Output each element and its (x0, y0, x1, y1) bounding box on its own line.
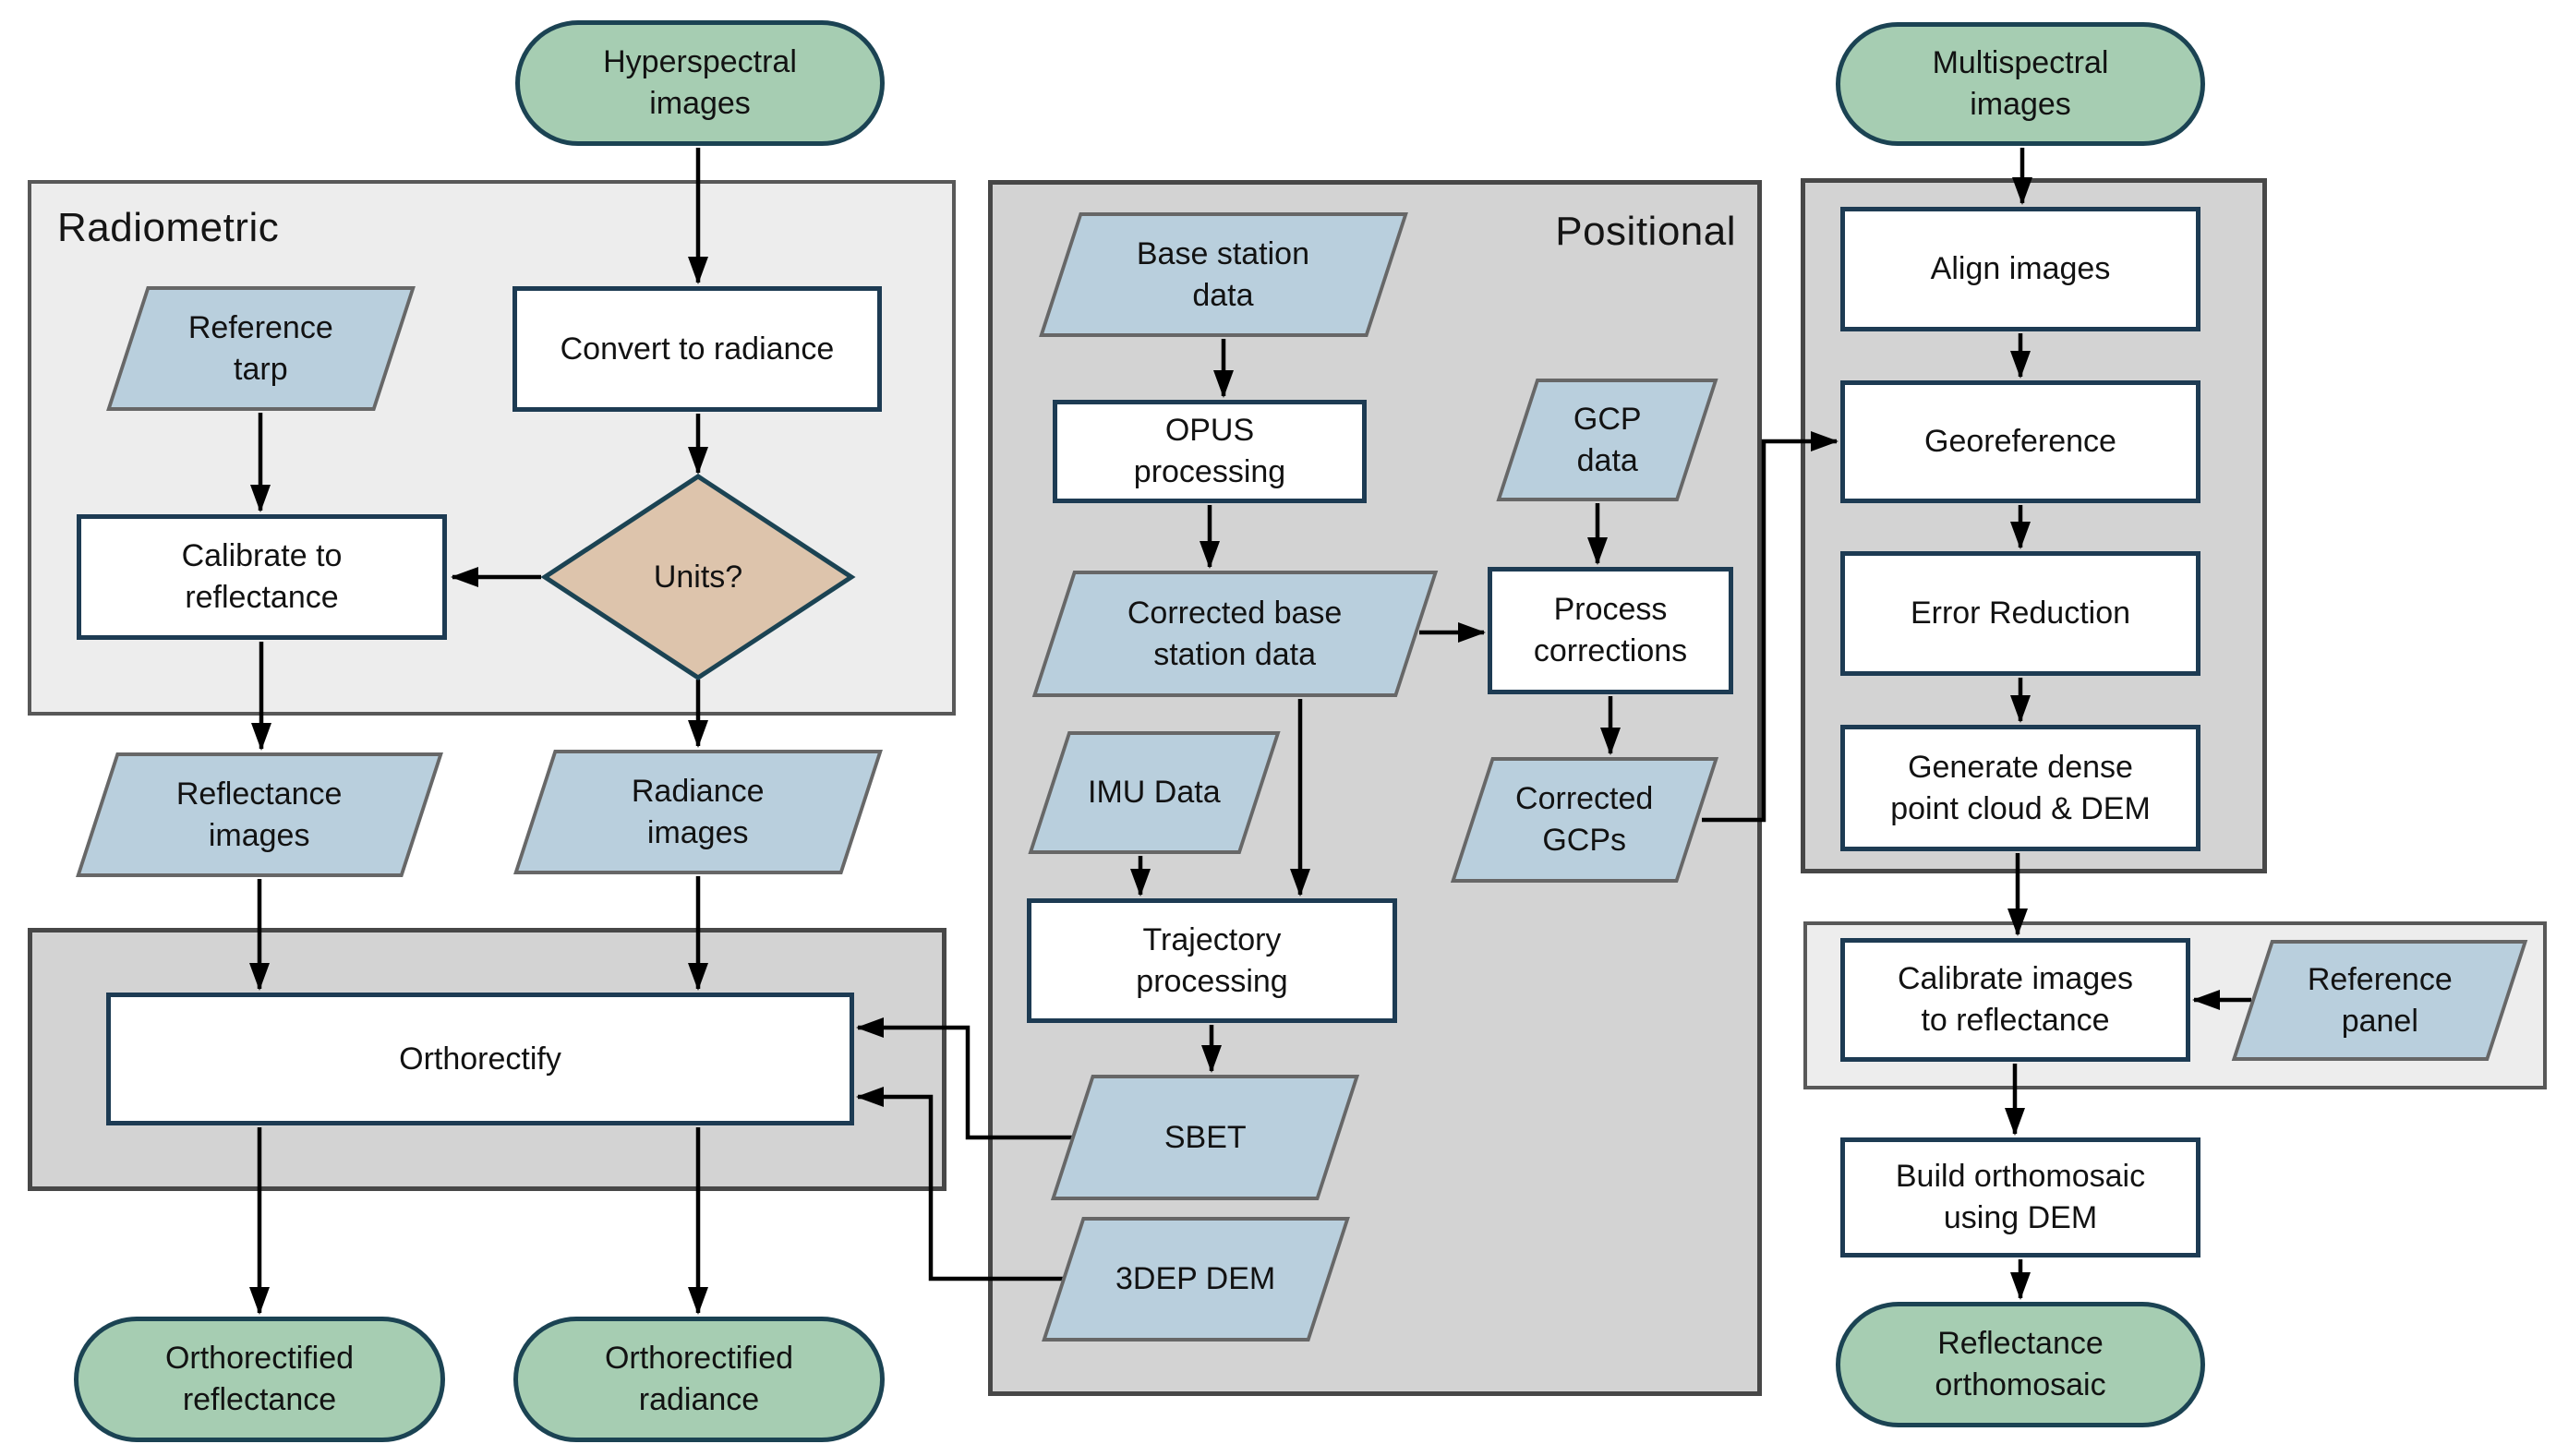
node-georeference: Georeference (1840, 380, 2200, 503)
node-label: IMU Data (1088, 775, 1221, 811)
node-align-images: Align images (1840, 207, 2200, 331)
node-label: Calibrate images to reflectance (1897, 961, 2134, 1038)
node-process-corrections: Process corrections (1488, 567, 1733, 694)
node-orthorectified-radiance: Orthorectified radiance (513, 1317, 885, 1442)
node-label: Calibrate to reflectance (181, 538, 343, 615)
node-trajectory-processing: Trajectory processing (1027, 898, 1397, 1023)
node-label: Reflectance images (176, 776, 343, 853)
node-label: Generate dense point cloud & DEM (1890, 749, 2151, 826)
node-label: 3DEP DEM (1115, 1261, 1276, 1297)
node-label: Units? (653, 559, 743, 595)
node-base-station-data: Base station data (1039, 212, 1408, 337)
node-reflectance-images: Reflectance images (76, 752, 443, 877)
node-label: OPUS processing (1133, 413, 1286, 489)
node-label: Reference tarp (188, 309, 333, 387)
node-label: Corrected GCPs (1515, 781, 1654, 858)
node-error-reduction: Error Reduction (1840, 551, 2200, 676)
group-label-positional: Positional (1555, 209, 1736, 254)
node-label: SBET (1163, 1119, 1247, 1155)
node-label: Build orthomosaic using DEM (1895, 1159, 2146, 1235)
node-label: Reference panel (2307, 961, 2453, 1039)
node-reference-tarp: Reference tarp (106, 286, 416, 411)
node-opus-processing: OPUS processing (1053, 400, 1367, 503)
node-label: Orthorectify (399, 1041, 561, 1077)
node-label: Trajectory processing (1136, 921, 1288, 999)
node-label: Orthorectified radiance (604, 1341, 794, 1417)
node-calibrate-images-to-reflectance: Calibrate images to reflectance (1840, 938, 2190, 1062)
node-label: Base station data (1137, 235, 1310, 313)
node-label: Reflectance orthomosaic (1935, 1326, 2106, 1402)
node-label: Process corrections (1533, 592, 1688, 668)
node-orthorectify: Orthorectify (106, 993, 854, 1125)
node-hyperspectral-images: Hyperspectral images (515, 20, 885, 146)
node-units-decision-shape (540, 474, 856, 680)
node-label: Corrected base station data (1127, 595, 1343, 672)
node-label: Multispectral images (1932, 45, 2109, 122)
node-imu-data: IMU Data (1028, 731, 1281, 854)
node-orthorectified-reflectance: Orthorectified reflectance (74, 1317, 445, 1442)
node-convert-to-radiance: Convert to radiance (512, 286, 882, 412)
node-label: Georeference (1924, 424, 2116, 460)
node-corrected-gcps: Corrected GCPs (1450, 757, 1719, 883)
node-label: Orthorectified reflectance (164, 1341, 355, 1417)
node-sbet: SBET (1050, 1075, 1360, 1200)
node-generate-dense-point-cloud-dem: Generate dense point cloud & DEM (1840, 725, 2200, 851)
node-label: Hyperspectral images (603, 44, 797, 121)
node-label: Radiance images (632, 773, 765, 850)
node-units-decision: Units? (540, 472, 856, 682)
node-corrected-base-station-data: Corrected base station data (1031, 571, 1439, 697)
group-label-radiometric: Radiometric (57, 205, 280, 250)
node-label: Error Reduction (1910, 596, 2131, 632)
node-reference-panel: Reference panel (2231, 940, 2528, 1061)
node-multispectral-images: Multispectral images (1836, 22, 2205, 146)
node-build-orthomosaic-using-dem: Build orthomosaic using DEM (1840, 1137, 2200, 1257)
node-reflectance-orthomosaic: Reflectance orthomosaic (1836, 1302, 2205, 1427)
node-label: Align images (1930, 251, 2111, 287)
node-3dep-dem: 3DEP DEM (1042, 1217, 1350, 1342)
node-calibrate-to-reflectance: Calibrate to reflectance (77, 514, 447, 640)
node-radiance-images: Radiance images (513, 750, 883, 874)
node-label: Convert to radiance (560, 331, 835, 367)
node-label: GCP data (1573, 401, 1642, 478)
